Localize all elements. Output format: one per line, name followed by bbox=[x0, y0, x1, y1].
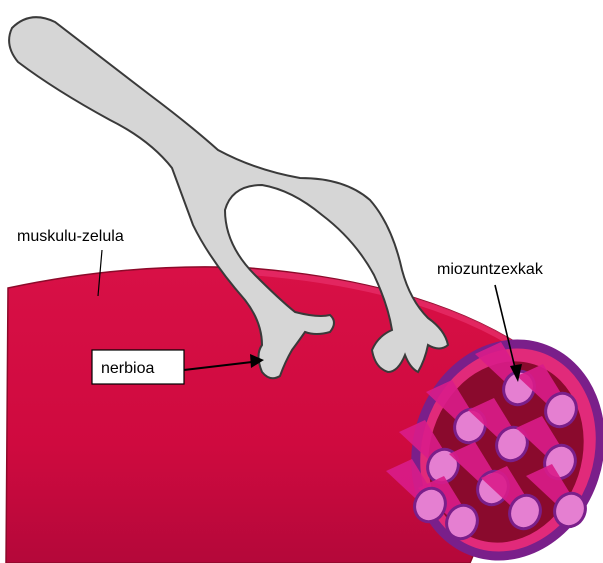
label-muscle-cell: muskulu-zelula bbox=[17, 228, 124, 245]
label-nerve: nerbioa bbox=[101, 360, 154, 377]
label-myofibrils: miozuntzexkak bbox=[437, 261, 544, 278]
